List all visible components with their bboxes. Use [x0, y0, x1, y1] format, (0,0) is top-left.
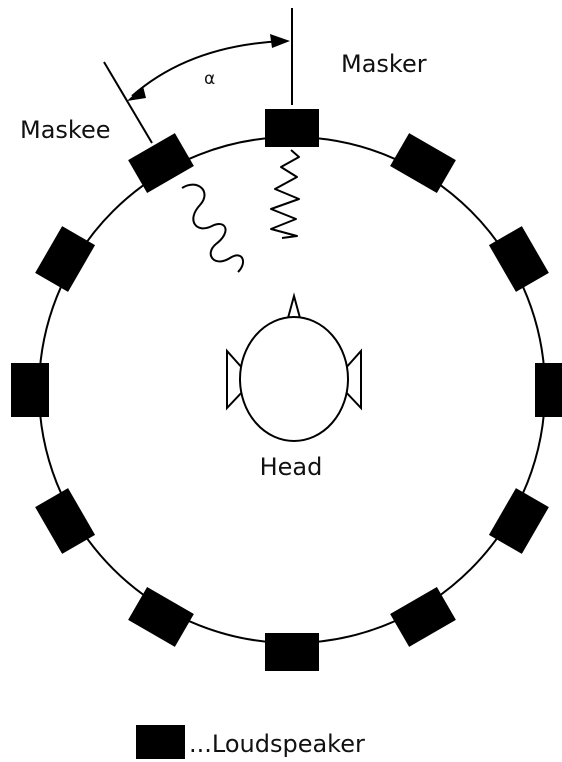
- masker-label: Masker: [341, 50, 427, 78]
- head-oval: [240, 317, 348, 441]
- angle-label: α: [204, 69, 215, 89]
- loudspeaker-10: [11, 363, 49, 417]
- loudspeaker-1: [265, 109, 319, 147]
- maskee-label: Maskee: [20, 116, 111, 144]
- loudspeaker-square-icon: [136, 725, 185, 759]
- maskee-direction-line: [104, 62, 152, 143]
- legend-label: ...Loudspeaker: [189, 730, 365, 758]
- angle-arrowhead-right: [270, 34, 290, 48]
- loudspeaker-4: [535, 363, 562, 417]
- angle-arrowhead-left: [127, 86, 146, 101]
- loudspeaker-7: [265, 633, 319, 671]
- head-label: Head: [260, 453, 323, 481]
